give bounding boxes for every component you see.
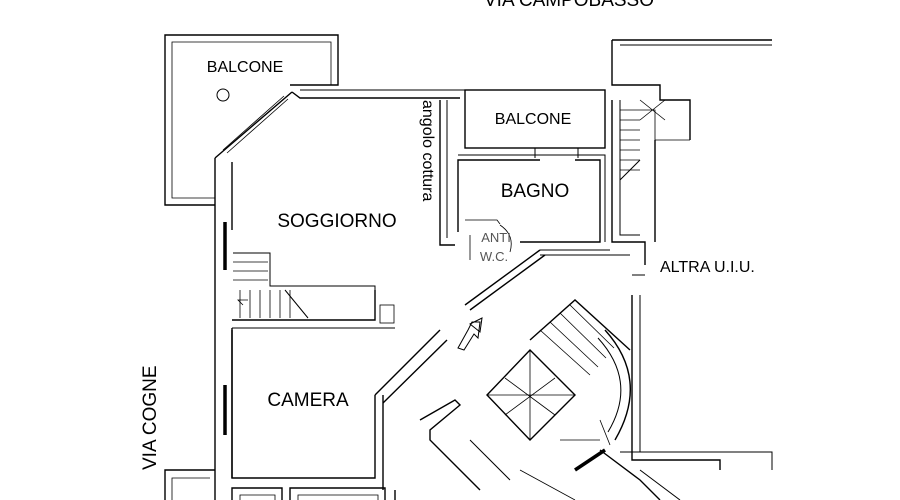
- drain-icon: [216, 88, 230, 102]
- room-label-balcone-center: BALCONE: [495, 111, 571, 128]
- room-label-camera: CAMERA: [267, 390, 349, 411]
- kitchen-wall: [439, 100, 455, 246]
- room-label-balcone-left: BALCONE: [207, 59, 283, 76]
- stair-right: [611, 39, 772, 276]
- annotation-angolo-cottura: angolo cottura: [419, 100, 436, 202]
- room-label-soggiorno: SOGGIORNO: [277, 211, 396, 232]
- entrance-area: [464, 249, 630, 311]
- bottom-walls: [164, 469, 396, 500]
- room-label-wc: W.C.: [480, 249, 508, 264]
- stair-common: [419, 299, 681, 500]
- annotation-altra-uiu: ALTRA U.I.U.: [660, 259, 755, 276]
- entry-arrow-icon: [457, 317, 483, 351]
- anti-wc-room: [465, 219, 512, 260]
- street-label-left: VIA COGNE: [140, 365, 161, 470]
- room-label-bagno: BAGNO: [501, 181, 570, 202]
- left-balcony: [164, 34, 339, 206]
- bagno-room: [457, 154, 606, 243]
- stair-internal: [233, 252, 376, 320]
- center-balcony: [464, 89, 606, 158]
- street-label-top: VIA CAMPOBASSO: [484, 0, 654, 11]
- room-label-anti: ANTI: [481, 230, 511, 245]
- altra-uiu-partition: [620, 295, 773, 470]
